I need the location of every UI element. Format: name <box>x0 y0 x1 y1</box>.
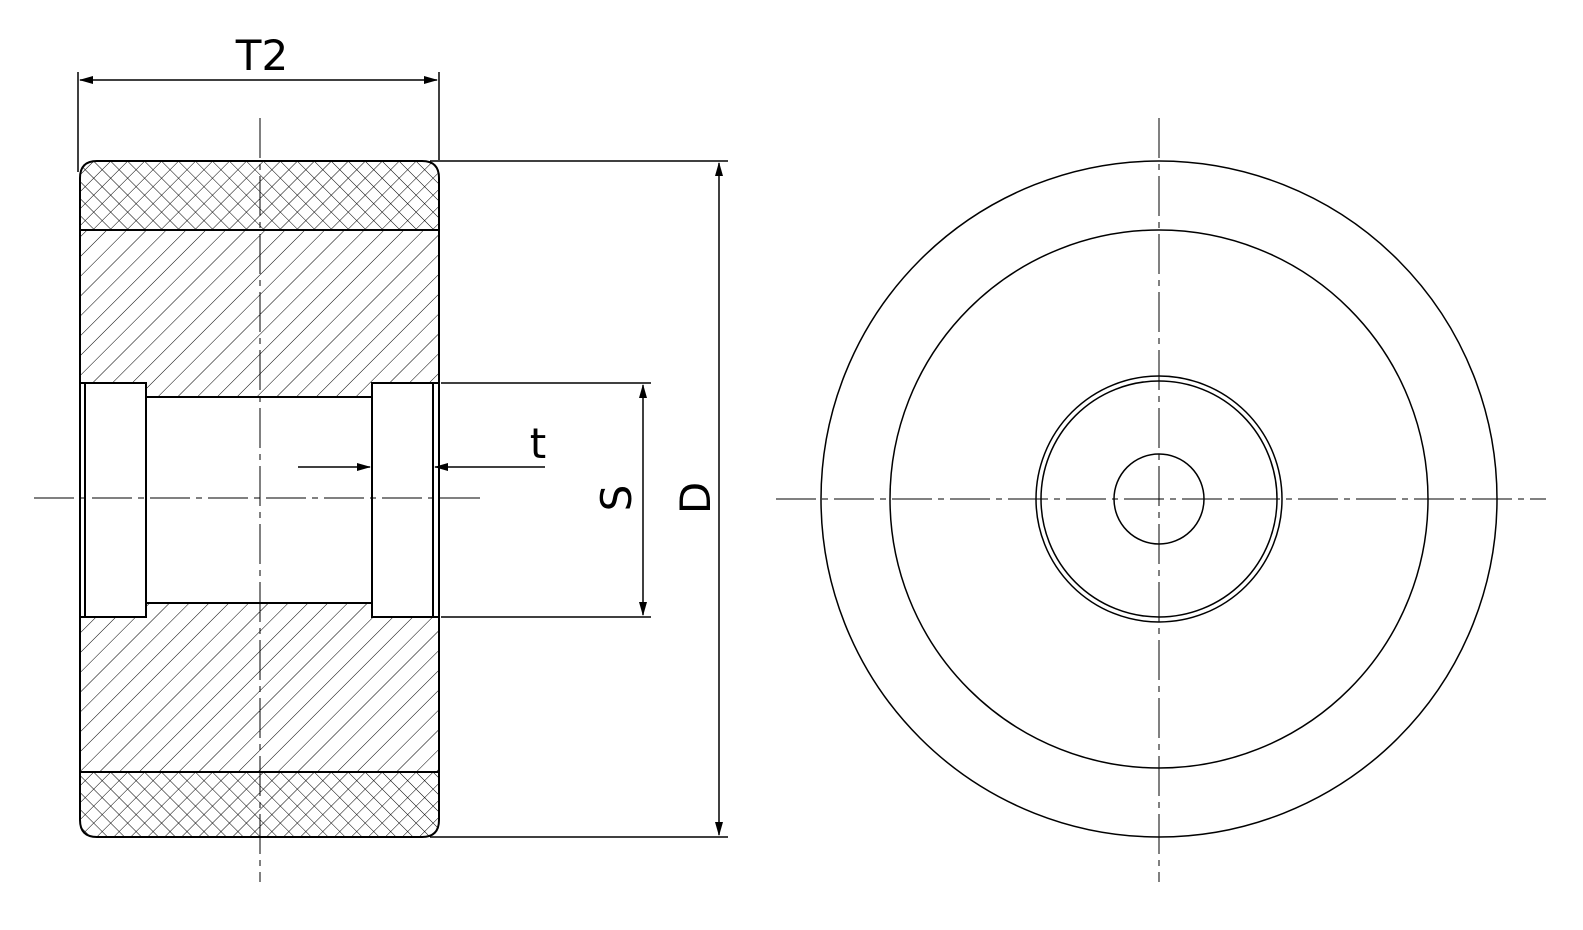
dimensions: T2 D S t <box>77 31 728 838</box>
section-view <box>34 118 486 882</box>
bearing-right <box>371 382 434 618</box>
t-label: t <box>530 419 546 468</box>
bearing-left <box>84 382 147 618</box>
s-label: S <box>592 485 641 512</box>
t2-label: T2 <box>235 31 288 80</box>
front-view <box>776 118 1546 882</box>
d-label: D <box>671 482 720 514</box>
